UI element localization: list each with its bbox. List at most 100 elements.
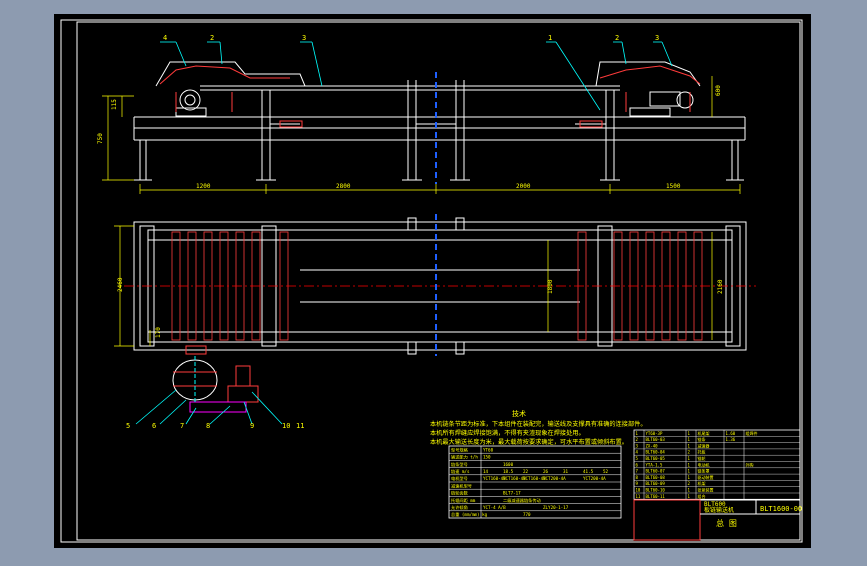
bom-cell: 8	[636, 475, 639, 480]
bom-cell: 机架	[698, 480, 706, 486]
spec-cell: 52	[603, 469, 609, 474]
bom-cell: 7	[636, 469, 639, 474]
spec-cell: 31	[563, 469, 569, 474]
dim-height-total: 750	[97, 133, 104, 144]
spec-row-label: 型号规格	[451, 446, 469, 453]
bom-cell: BLT60-11	[646, 494, 666, 499]
spec-cell: YCT160-4B	[503, 476, 526, 481]
bom-cell: 1	[688, 437, 691, 442]
side-chain	[159, 65, 701, 128]
side-dimensions	[102, 76, 741, 194]
bom-cell: BLT60-03	[646, 437, 666, 442]
bom-cell: 组焊件	[746, 430, 758, 436]
spec-row-label: 链速 m/s	[451, 468, 470, 475]
sheet-outer-border	[60, 19, 803, 543]
bom-cell: 9	[636, 481, 639, 486]
bom-cell: 1	[688, 443, 691, 448]
notes-line-1: 本机链条节距为标准，下本组件在装配完，输送线及支撑具有准确的连接部件。	[430, 420, 647, 428]
dim-width-right: 2160	[717, 279, 724, 294]
bom-cell: BLT60-09	[646, 481, 666, 486]
bom-cell: 组合	[698, 493, 706, 499]
spec-row-label: 输送能力 t/h	[451, 454, 478, 461]
dim-offset: 170	[155, 327, 162, 338]
spec-cell: ZLY20-1-17	[543, 505, 569, 510]
spec-row-label: 托辊间距 mm	[451, 497, 476, 504]
bom-cell: 5	[636, 456, 639, 461]
side-leaders	[160, 41, 673, 111]
bom-cell: 链条	[698, 436, 706, 442]
spec-cell: 770	[523, 512, 531, 517]
bom-cell: 10	[636, 488, 641, 493]
spec-row-label: 总重 (mm/mm) kg	[451, 511, 488, 517]
spec-cell: 26	[543, 469, 549, 474]
callout-side-3b: 3	[655, 34, 659, 42]
bom-cell: 1.36	[726, 437, 736, 442]
drive-leaders	[135, 389, 283, 425]
drive-callouts: 5 6 7 8 9 10 11	[126, 422, 304, 430]
side-callouts: 4 2 3 1 2 3	[163, 34, 659, 42]
title-block: BLT600 板链输送机 BLT1600-00 总 图	[633, 499, 802, 541]
technical-notes: 技术 本机链条节距为标准，下本组件在装配完，输送线及支撑具有准确的连接部件。 本…	[430, 409, 647, 446]
spec-cell: 二级减速器链条传动	[503, 497, 541, 504]
dim-seg-1: 1200	[196, 183, 211, 190]
bom-cell: 6	[636, 462, 639, 467]
callout-side-2: 2	[210, 34, 214, 42]
bom-cell: 链条罩	[698, 468, 710, 474]
spec-cell: YCT160-4B	[523, 476, 546, 481]
bom-cell: 2	[688, 481, 691, 486]
spec-cell: YCT-4 A/B	[483, 505, 506, 510]
bom-cell: 1	[688, 462, 691, 467]
callout-drive-9: 9	[250, 422, 254, 430]
bom-cell: YT60-3P	[646, 431, 663, 436]
sheet-inner-border	[76, 21, 801, 541]
dim-height-right: 600	[715, 85, 722, 96]
bom-cell: 2	[636, 437, 639, 442]
drawing-title-2: 板链输送机	[704, 506, 734, 514]
callout-side-3: 3	[302, 34, 306, 42]
callout-side-1: 1	[548, 34, 552, 42]
spec-cell: YCT200-4A	[543, 476, 566, 481]
top-dimensions	[114, 225, 713, 347]
spec-row-label: 允许倾角	[451, 504, 468, 511]
bom-cell: 1	[688, 488, 691, 493]
callout-side-2b: 2	[615, 34, 619, 42]
callout-drive-5: 5	[126, 422, 130, 430]
side-view	[133, 61, 746, 181]
bom-cell: BLT60-07	[646, 469, 666, 474]
bom-cell: 张紧装置	[698, 487, 714, 493]
spec-row-label: 减速机型号	[451, 482, 472, 489]
dim-seg-3: 2000	[516, 183, 531, 190]
callout-drive-11: 11	[296, 422, 304, 430]
bom-cell: 电动机	[698, 461, 710, 467]
bom-cell: ZX-40	[646, 443, 659, 448]
bom-cell: 1.60	[726, 431, 736, 436]
dim-width-inner: 1800	[547, 279, 554, 294]
spec-cell: 150	[483, 455, 491, 460]
dim-seg-2: 2800	[336, 183, 351, 190]
notes-line-3: 本机最大输送长度为米，最大载荷按要求确定，可水平布置或倾斜布置。	[430, 438, 628, 446]
spec-row-label: 链轮齿数	[451, 490, 469, 497]
bom-cell: 11	[636, 494, 641, 499]
callout-drive-8: 8	[206, 422, 210, 430]
bom-cell: 外购	[746, 461, 754, 467]
callout-side-4: 4	[163, 34, 167, 42]
bom-cell: 减速器	[698, 442, 710, 448]
bom-cell: BLT60-05	[646, 456, 666, 461]
bom-cell: 1	[688, 456, 691, 461]
callout-drive-7: 7	[180, 422, 184, 430]
spec-cell: 22	[523, 469, 529, 474]
bom-cell: 托板	[698, 449, 706, 455]
spec-cell: 14	[483, 469, 489, 474]
bom-cell: YTA-1.5	[646, 462, 663, 467]
bom-cell: 4	[636, 450, 639, 455]
spec-cell: 41.5	[583, 469, 594, 474]
spec-cell: BLT7-17	[503, 491, 521, 496]
dim-seg-4: 1500	[666, 183, 681, 190]
callout-drive-6: 6	[152, 422, 156, 430]
spec-cell: 18.5	[503, 469, 514, 474]
notes-title: 技术	[512, 409, 526, 418]
